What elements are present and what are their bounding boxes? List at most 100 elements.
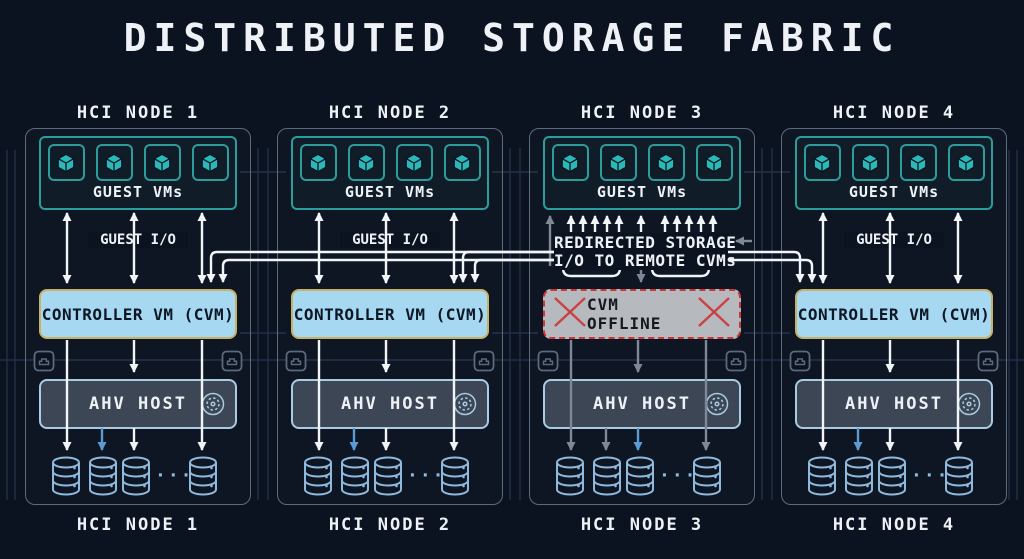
ethernet-port-icon <box>537 350 559 376</box>
disk-cylinder-icon <box>842 456 876 500</box>
x-icon <box>697 296 731 332</box>
redirect-storage-label-line2: I/O TO REMOTE CVMs <box>554 251 737 270</box>
cube-icon <box>405 153 423 172</box>
disk-cylinder-icon <box>875 456 909 500</box>
ahv-host-box: AHV HOST <box>39 379 237 429</box>
cube-icon <box>201 153 219 172</box>
disk-cylinder-icon <box>49 456 83 500</box>
disk-cylinder-icon <box>623 456 657 500</box>
ahv-host-box: AHV HOST <box>291 379 489 429</box>
guest-io-label: GUEST I/O <box>88 232 188 248</box>
cube-icon <box>105 153 123 172</box>
cube-icon <box>909 153 927 172</box>
disk-cylinder-icon <box>371 456 405 500</box>
cube-icon <box>57 153 75 172</box>
node-title: HCI NODE 3 <box>580 103 704 123</box>
guest-vms-box: GUEST VMs <box>543 136 741 210</box>
disk-cylinder-icon <box>438 456 472 500</box>
node-bottom-label: HCI NODE 1 <box>76 515 200 535</box>
ahv-host-label: AHV HOST <box>845 394 943 414</box>
vm-cell <box>551 144 589 181</box>
ethernet-port-icon <box>977 350 999 376</box>
vm-cell <box>143 144 181 181</box>
disk-cylinder-icon <box>301 456 335 500</box>
controller-vm-box: CONTROLLER VM (CVM) <box>795 289 993 339</box>
vm-cell <box>347 144 385 181</box>
node-title: HCI NODE 2 <box>328 103 452 123</box>
hci-node-4: HCI NODE 4 GUEST VMs GUEST I/O CONTROLLE… <box>781 103 1007 535</box>
vm-cell <box>395 144 433 181</box>
vm-cell <box>647 144 685 181</box>
cube-icon <box>453 153 471 172</box>
cube-icon <box>813 153 831 172</box>
cube-icon <box>657 153 675 172</box>
vm-cell <box>851 144 889 181</box>
ahv-host-label: AHV HOST <box>341 394 439 414</box>
disk-cylinder-icon <box>86 456 120 500</box>
disc-icon <box>956 391 982 422</box>
guest-io-label: GUEST I/O <box>844 232 944 248</box>
hci-node-1: HCI NODE 1 GUEST VMs GUEST I/O CONTROLLE… <box>25 103 251 535</box>
hci-node-3: HCI NODE 3 GUEST VMs CVM OFFLINE AHV HOS… <box>529 103 755 535</box>
ethernet-port-icon <box>221 350 243 376</box>
disc-icon <box>704 391 730 422</box>
disc-icon <box>200 391 226 422</box>
node-title: HCI NODE 1 <box>76 103 200 123</box>
cube-icon <box>705 153 723 172</box>
ethernet-port-icon <box>285 350 307 376</box>
guest-vms-label: GUEST VMs <box>848 183 940 201</box>
node-bottom-label: HCI NODE 2 <box>328 515 452 535</box>
disk-cylinder-icon <box>590 456 624 500</box>
vm-cell <box>95 144 133 181</box>
ethernet-port-icon <box>473 350 495 376</box>
vm-cell <box>443 144 481 181</box>
redirect-storage-label-line1: REDIRECTED STORAGE <box>554 233 737 252</box>
disk-cylinder-icon <box>553 456 587 500</box>
guest-vms-box: GUEST VMs <box>39 136 237 210</box>
disk-ellipsis: ··· <box>407 465 446 486</box>
cube-icon <box>561 153 579 172</box>
cvm-offline-box: CVM OFFLINE <box>543 289 741 339</box>
vm-cell <box>599 144 637 181</box>
guest-vms-box: GUEST VMs <box>795 136 993 210</box>
cube-icon <box>153 153 171 172</box>
vm-cell <box>299 144 337 181</box>
disk-cylinder-icon <box>338 456 372 500</box>
cube-icon <box>357 153 375 172</box>
ethernet-port-icon <box>33 350 55 376</box>
disk-cylinder-icon <box>690 456 724 500</box>
node-title: HCI NODE 4 <box>832 103 956 123</box>
cube-icon <box>309 153 327 172</box>
guest-vms-label: GUEST VMs <box>92 183 184 201</box>
cube-icon <box>609 153 627 172</box>
vm-cell <box>803 144 841 181</box>
disk-cylinder-icon <box>805 456 839 500</box>
controller-vm-box: CONTROLLER VM (CVM) <box>39 289 237 339</box>
guest-vms-label: GUEST VMs <box>596 183 688 201</box>
cvm-offline-label: CVM OFFLINE <box>587 295 662 333</box>
ahv-host-box: AHV HOST <box>795 379 993 429</box>
ethernet-port-icon <box>789 350 811 376</box>
ahv-host-box: AHV HOST <box>543 379 741 429</box>
ahv-host-label: AHV HOST <box>89 394 187 414</box>
disk-cylinder-icon <box>119 456 153 500</box>
vm-cell <box>47 144 85 181</box>
cube-icon <box>957 153 975 172</box>
vm-icon-row <box>797 144 991 181</box>
guest-io-label: GUEST I/O <box>340 232 440 248</box>
guest-vms-label: GUEST VMs <box>344 183 436 201</box>
disk-ellipsis: ··· <box>659 465 698 486</box>
node-bottom-label: HCI NODE 3 <box>580 515 704 535</box>
x-icon <box>553 296 587 332</box>
disk-cylinder-icon <box>186 456 220 500</box>
vm-icon-row <box>545 144 739 181</box>
page-title: DISTRIBUTED STORAGE FABRIC <box>123 16 901 60</box>
ahv-host-label: AHV HOST <box>593 394 691 414</box>
vm-icon-row <box>293 144 487 181</box>
vm-cell <box>191 144 229 181</box>
disk-ellipsis: ··· <box>911 465 950 486</box>
guest-vms-box: GUEST VMs <box>291 136 489 210</box>
cube-icon <box>861 153 879 172</box>
